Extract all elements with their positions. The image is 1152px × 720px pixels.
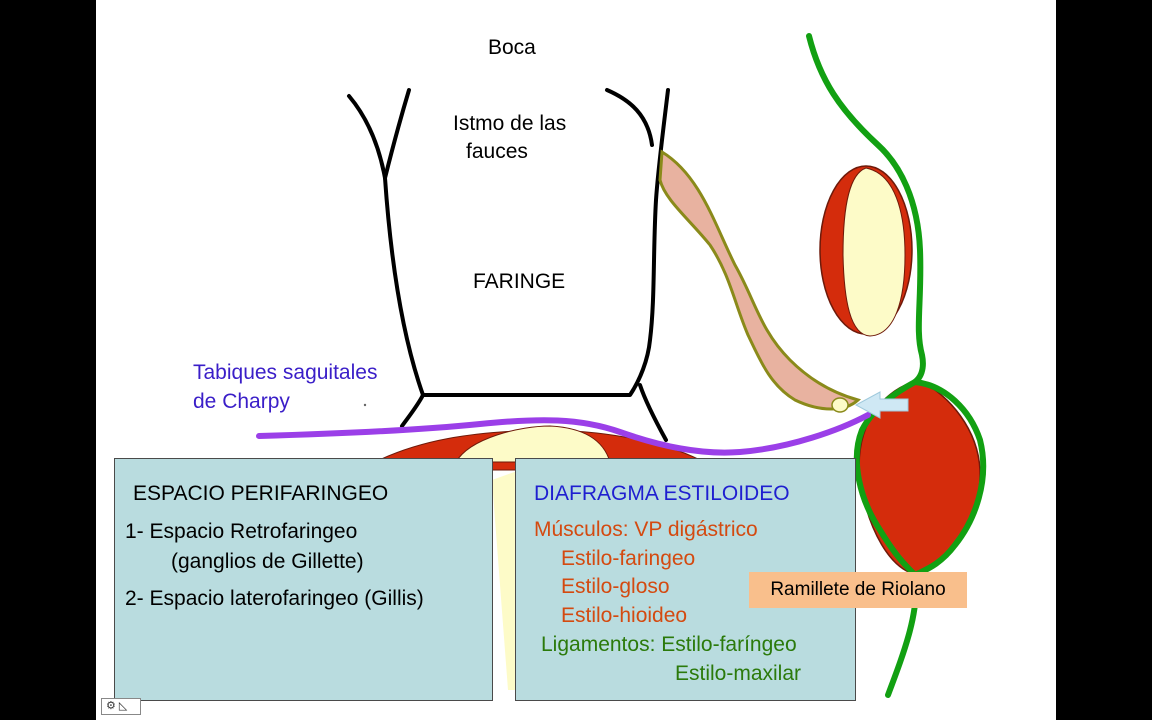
retrofaringeo-note: (ganglios de Gillette) [171, 550, 364, 573]
muscle-estilo-hioideo: Estilo-hioideo [561, 604, 688, 627]
vertebral-body [455, 425, 611, 463]
riolano-callout: Ramillete de Riolano [749, 572, 967, 608]
perifaringeo-title: ESPACIO PERIFARINGEO [133, 482, 389, 505]
slide-nav-glyph: ⚙ ◺ [106, 700, 128, 712]
muscle-estilo-faringeo: Estilo-faringeo [561, 547, 696, 570]
retrofaringeo-item: 1- Espacio Retrofaringeo [125, 520, 358, 543]
label-faringe: FARINGE [473, 270, 566, 293]
dot-marker [363, 403, 367, 407]
ligamentos-line: Ligamentos: Estilo-faríngeo [541, 633, 797, 656]
sagittal-septum-line [256, 412, 871, 456]
upper-bone [842, 167, 906, 337]
musculos-line: Músculos: VP digástrico [534, 518, 758, 541]
vertebral-body-lower [492, 470, 520, 690]
laterofaringeo-item: 2- Espacio laterofaringeo (Gillis) [125, 587, 424, 610]
label-istmo-line1: Istmo de las [453, 112, 567, 135]
nerve-line [806, 33, 987, 698]
slide-nav-icon[interactable]: ⚙ ◺ [101, 698, 141, 715]
perifaringeo-box: ESPACIO PERIFARINGEO 1- Espacio Retrofar… [114, 458, 493, 701]
diafragma-title: DIAFRAGMA ESTILOIDEO [534, 482, 790, 505]
label-boca: Boca [488, 36, 536, 59]
label-tabiques-line2: de Charpy [193, 390, 290, 413]
muscle-estilo-gloso: Estilo-gloso [561, 575, 670, 598]
label-tabiques-line1: Tabiques saguitales [193, 361, 378, 384]
ligament-estilo-maxilar: Estilo-maxilar [675, 662, 802, 685]
small-node [831, 397, 849, 413]
label-istmo-line2: fauces [466, 140, 528, 163]
pointer-arrow [854, 391, 909, 419]
